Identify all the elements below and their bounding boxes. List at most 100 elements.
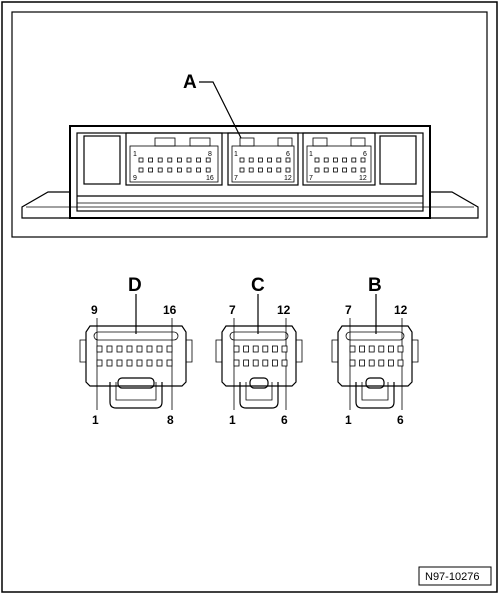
plug-pin-cavity [271,359,278,367]
plug-d-pin-bottom-right: 8 [167,413,174,427]
receptacle-pin-cavity [157,167,163,173]
plug-pin-cavity [166,345,173,353]
receptacle-pin-cavity [323,167,329,173]
receptacle-pin-cavity [342,167,348,173]
plug-c-pin-bottom-left: 1 [229,413,236,427]
top-panel-frame [11,11,488,238]
receptacle-pin-cavity [267,157,273,163]
plug-pin-cavity [96,345,103,353]
label-a: A [183,72,197,93]
plug-pin-cavity [146,359,153,367]
figure-ref-box [418,566,492,586]
receptacle-pin-cavity [248,157,254,163]
receptacle-pin-cavity [239,167,245,173]
plug-pin-cavity [252,345,259,353]
plug-pin-cavity [378,359,385,367]
receptacle-pin-cavity [332,167,338,173]
receptacle-pin-cavity [239,157,245,163]
plug-b-pin-top-right: 12 [394,303,408,317]
plug-b-pin-top-left: 7 [345,303,352,317]
plug-pin-cavity [136,359,143,367]
plug-pin-cavity [106,345,113,353]
plug-d-pin-bottom-left: 1 [92,413,99,427]
plug-pin-cavity [368,359,375,367]
plug-pin-cavity [397,359,404,367]
receptacle-pin-cavity [148,167,154,173]
plug-pin-cavity [349,345,356,353]
receptacle-pin-cavity [276,157,282,163]
unit-middle-bottom-first: 7 [234,175,238,182]
plug-pin-cavity [349,359,356,367]
receptacle-pin-cavity [276,167,282,173]
plug-pin-cavity [243,345,250,353]
receptacle-12-pin-right: 1 6 7 12 [302,132,376,186]
receptacle-pin-cavity [157,157,163,163]
receptacle-16-pin: 1 8 9 16 [125,132,223,186]
plug-pin-cavity [156,359,163,367]
plug-pin-cavity [233,345,240,353]
receptacle-pin-cavity [205,167,211,173]
unit-left-bottom-first: 9 [133,175,137,182]
plug-pin-cavity [397,345,404,353]
receptacle-pin-cavity [360,157,366,163]
receptacle-pin-cavity [332,157,338,163]
plug-b-pin-bottom-right: 6 [397,413,404,427]
plug-c-pin-top-left: 7 [229,303,236,317]
receptacle-pin-cavity [138,157,144,163]
plug-pin-cavity [136,345,143,353]
receptacle-pin-cavity [186,167,192,173]
leader-line-a [199,81,242,139]
unit-middle-bottom-last: 12 [284,175,292,182]
unit-left-bottom-last: 16 [206,175,214,182]
plug-c: C 7 12 1 6 [215,275,303,427]
receptacle-pin-cavity [314,157,320,163]
plug-b: B 7 12 1 6 [331,275,419,427]
receptacle-pin-cavity [351,167,357,173]
plug-pin-cavity [233,359,240,367]
receptacle-pin-cavity [342,157,348,163]
plug-pin-cavity [368,345,375,353]
plug-pin-cavity [387,359,394,367]
plug-pin-cavity [243,359,250,367]
plug-pin-cavity [387,345,394,353]
unit-right-top-last: 6 [363,151,367,158]
plug-d-pin-top-left: 9 [91,303,98,317]
plug-pin-cavity [106,359,113,367]
plug-pin-cavity [252,359,259,367]
plug-c-pin-bottom-right: 6 [281,413,288,427]
unit-right-bottom-last: 12 [359,175,367,182]
receptacle-pin-cavity [267,167,273,173]
receptacle-pin-cavity [167,157,173,163]
plug-pin-cavity [166,359,173,367]
plug-pin-cavity [156,345,163,353]
receptacle-pin-cavity [248,167,254,173]
plug-pin-cavity [281,359,288,367]
label-b: B [368,275,382,296]
receptacle-pin-cavity [323,157,329,163]
plug-pin-cavity [359,345,366,353]
plug-d: D 9 16 1 8 [79,275,193,427]
receptacle-pin-cavity [257,167,263,173]
receptacle-pin-cavity [148,157,154,163]
unit-left-top-first: 1 [133,151,137,158]
plug-pin-cavity [262,345,269,353]
plug-pin-cavity [96,359,103,367]
plug-d-pin-top-right: 16 [163,303,177,317]
receptacle-pin-cavity [196,167,202,173]
plug-pin-cavity [359,359,366,367]
receptacle-pin-cavity [176,167,182,173]
receptacle-pin-cavity [186,157,192,163]
label-d: D [128,275,142,296]
figure-ref: N97-10276 [425,571,479,583]
receptacle-12-pin-middle: 1 6 7 12 [227,132,299,186]
plug-pin-cavity [146,345,153,353]
label-c: C [251,275,265,296]
receptacle-pin-cavity [176,157,182,163]
receptacle-pin-cavity [257,157,263,163]
unit-middle-top-last: 6 [286,151,290,158]
receptacle-pin-cavity [360,167,366,173]
plug-b-pin-bottom-left: 1 [345,413,352,427]
receptacle-pin-cavity [205,157,211,163]
